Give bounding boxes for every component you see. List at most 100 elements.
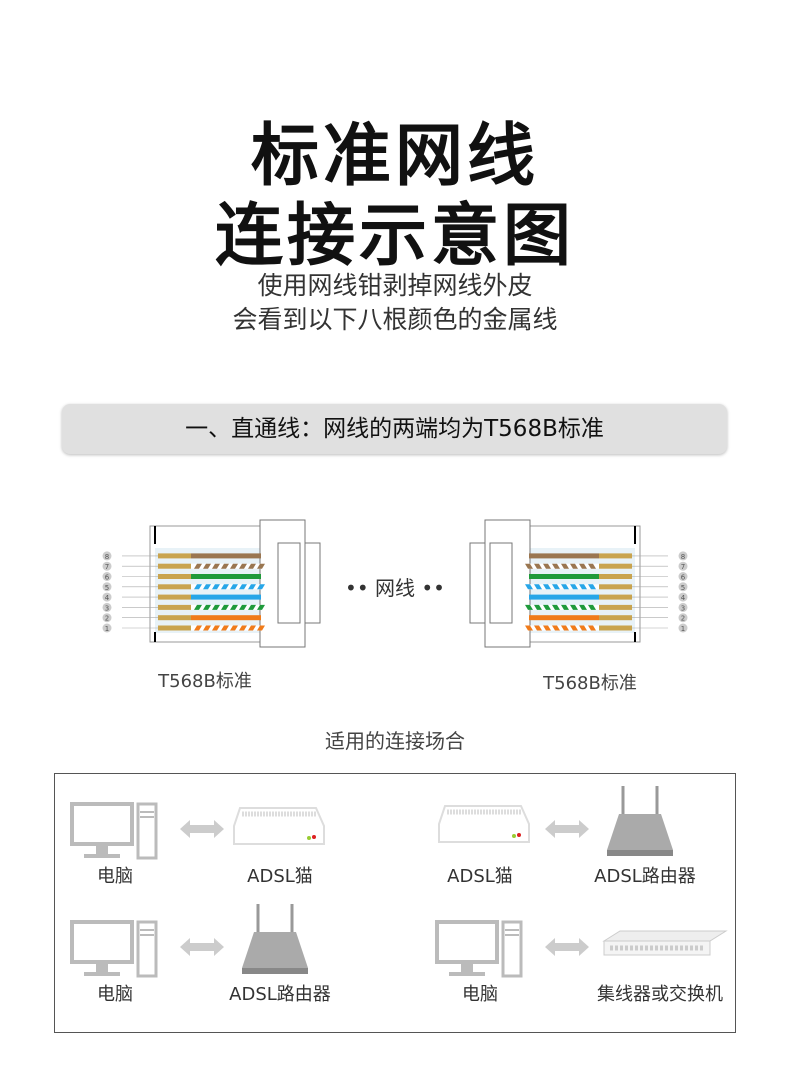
right-device-label: 集线器或交换机 <box>597 984 723 1005</box>
pin-number-badge <box>678 592 688 602</box>
connector-clear-area <box>155 548 263 633</box>
wire-stripe <box>579 625 587 631</box>
cable-label: •• 网线 •• <box>345 576 445 600</box>
wire-stripe <box>570 563 578 569</box>
connector-boot-window <box>489 542 513 624</box>
scenarios-box: 电脑 ADSL猫 ADSL猫 ADSL路由器 电脑 ADSL路由器 电脑 集线器… <box>54 773 736 1033</box>
gold-contact <box>158 594 191 600</box>
wire-stripe <box>239 604 247 610</box>
wire-stripe <box>203 584 211 590</box>
wire-solid <box>529 615 599 621</box>
pin-number-badge <box>678 602 688 612</box>
wire-stripe <box>248 563 256 569</box>
wire-stripe <box>194 625 202 631</box>
wire-stripe <box>239 584 247 590</box>
modem-icon <box>230 804 330 853</box>
wire-stripe <box>212 584 220 590</box>
wire-stripe <box>257 625 265 631</box>
pin-number-badge <box>678 582 688 592</box>
wire-stripe <box>194 604 202 610</box>
gold-contact <box>158 584 191 590</box>
gold-contact <box>158 563 191 569</box>
modem-icon <box>435 802 535 851</box>
scenario-1: 电脑 ADSL猫 <box>55 774 395 892</box>
double-arrow-icon <box>545 938 589 956</box>
pin-number-badge <box>678 613 688 623</box>
wire-stripe <box>212 563 220 569</box>
wire-stripe <box>203 604 211 610</box>
wire-stripe <box>525 625 533 631</box>
wire-stripe <box>525 584 533 590</box>
wire-stripe <box>248 584 256 590</box>
pin-number-badge <box>678 551 688 561</box>
gold-contact <box>158 553 191 559</box>
right-device-label: ADSL猫 <box>247 866 313 887</box>
subtitle-line-2: 会看到以下八根颜色的金属线 <box>232 305 558 334</box>
wire-stripe <box>570 584 578 590</box>
router-icon <box>605 784 675 863</box>
wire-stripe <box>534 584 542 590</box>
connector-cable-stub <box>469 542 486 624</box>
wire-stripe <box>579 563 587 569</box>
scenario-3: 电脑 ADSL路由器 <box>55 892 395 1010</box>
gold-contact <box>599 604 632 610</box>
wire-stripe <box>534 625 542 631</box>
left-device-label: ADSL猫 <box>447 866 513 887</box>
pin-number-badge <box>102 602 112 612</box>
left-device-label: 电脑 <box>97 984 133 1005</box>
wire-stripe <box>579 584 587 590</box>
wire-stripe <box>588 563 596 569</box>
wire-stripe <box>248 625 256 631</box>
wire-stripe <box>194 563 202 569</box>
subtitle-line-1: 使用网线钳剥掉网线外皮 <box>257 271 533 300</box>
title-line-1: 标准网线 <box>250 117 539 196</box>
wire-stripe <box>534 604 542 610</box>
pin-number: 8 <box>105 553 109 561</box>
pin-number-badge <box>102 561 112 571</box>
pin-number-badge <box>678 623 688 633</box>
wire-solid <box>191 615 261 621</box>
connector-boot-window <box>277 542 301 624</box>
wire-solid <box>529 574 599 579</box>
pin-number: 7 <box>105 563 109 571</box>
wire-stripe <box>543 604 551 610</box>
pin-number-badge <box>102 592 112 602</box>
scenario-2: ADSL猫 ADSL路由器 <box>420 774 760 892</box>
router-icon <box>240 902 310 981</box>
gold-contact <box>599 574 632 579</box>
gold-contact <box>599 625 632 631</box>
pin-number: 4 <box>105 594 110 602</box>
pin-number: 1 <box>105 625 109 633</box>
cable-text: 网线 <box>375 576 415 600</box>
pin-number-badge <box>102 572 112 581</box>
pin-number-badge <box>678 572 688 581</box>
wire-solid <box>529 594 599 600</box>
wire-stripe <box>561 625 569 631</box>
wire-stripe <box>230 604 238 610</box>
wire-stripe <box>230 584 238 590</box>
wire-stripe <box>588 584 596 590</box>
left-device-label: 电脑 <box>462 984 498 1005</box>
pin-number: 8 <box>681 553 685 561</box>
wire-stripe <box>561 584 569 590</box>
wire-stripe <box>248 604 256 610</box>
pin-number: 6 <box>681 574 686 582</box>
wire-stripe <box>221 604 229 610</box>
scenario-4: 电脑 集线器或交换机 <box>420 892 760 1010</box>
wire-stripe <box>588 604 596 610</box>
pin-number: 5 <box>105 584 109 592</box>
wire-stripe <box>552 563 560 569</box>
wire-stripe <box>543 584 551 590</box>
wire-stripe <box>543 625 551 631</box>
gold-contact <box>158 574 191 579</box>
connector-cable-stub <box>304 542 321 624</box>
right-device-label: ADSL路由器 <box>594 866 696 887</box>
wire-solid <box>191 553 261 559</box>
wire-stripe <box>525 604 533 610</box>
wire-stripe <box>579 604 587 610</box>
wire-stripe <box>221 625 229 631</box>
